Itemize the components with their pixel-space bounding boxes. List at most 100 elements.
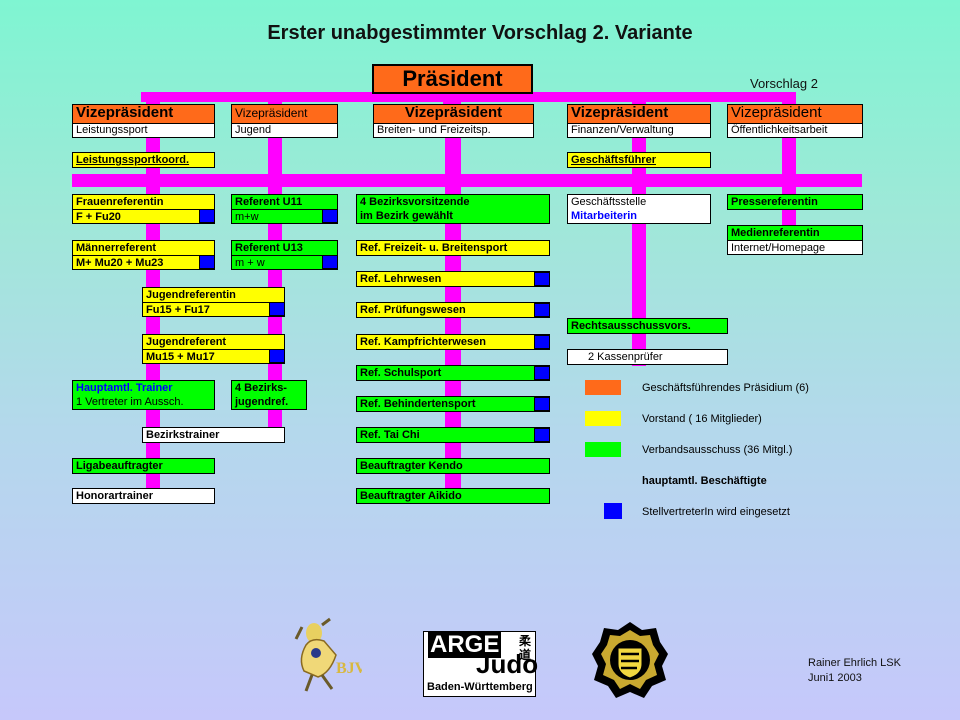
ligabeauftragter-box: Ligabeauftragter bbox=[72, 458, 215, 474]
maennerreferent-title: Männerreferent bbox=[76, 242, 157, 254]
arge-line1: ARGE bbox=[428, 631, 502, 658]
ref-taichi-label: Ref. Tai Chi bbox=[360, 429, 420, 441]
vp-sub: Leistungssport bbox=[73, 123, 214, 137]
leistungssportkoord-box: Leistungssportkoord. bbox=[72, 152, 215, 168]
arge-kanji: 柔道 bbox=[519, 634, 532, 662]
president-box: Präsident bbox=[372, 64, 533, 94]
jugendreferent-title: Jugendreferent bbox=[146, 336, 227, 348]
bjv-text: BJV bbox=[336, 660, 362, 677]
jugendreferent-sub: Mu15 + Mu17 bbox=[143, 349, 284, 363]
legend-swatch-orange bbox=[585, 380, 621, 395]
credit-line1: Rainer Ehrlich LSK bbox=[808, 657, 901, 669]
referent-u11-title: Referent U11 bbox=[235, 196, 303, 208]
vp-title: Vizepräsident bbox=[571, 104, 669, 121]
trainer-box: Hauptamtl. Trainer 1 Vertreter im Aussch… bbox=[72, 380, 215, 410]
referent-u13-title: Referent U13 bbox=[235, 242, 303, 254]
pressereferentin-box: Pressereferentin bbox=[727, 194, 863, 210]
medienreferentin-box: Medienreferentin Internet/Homepage bbox=[727, 225, 863, 255]
ref-lehrwesen-label: Ref. Lehrwesen bbox=[360, 273, 442, 285]
bezirkstrainer-box: Bezirkstrainer bbox=[142, 427, 285, 443]
legend-swatch-yellow bbox=[585, 411, 621, 426]
vp-jugend: Vizepräsident Jugend bbox=[231, 104, 338, 138]
vp-leistungssport: Vizepräsident Leistungssport bbox=[72, 104, 215, 138]
legend-text: StellvertreterIn wird eingesetzt bbox=[642, 506, 790, 518]
legend-swatch-green bbox=[585, 442, 621, 457]
vp-oeffentlichkeit: Vizepräsident Öffentlichkeitsarbeit bbox=[727, 104, 863, 138]
ref-freizeit-box: Ref. Freizeit- u. Breitensport bbox=[356, 240, 550, 256]
kassenpruefer-box: 2 Kassenprüfer bbox=[567, 349, 728, 365]
vp-sub: Öffentlichkeitsarbeit bbox=[728, 123, 862, 137]
geschaeftsfuehrer-box: Geschäftsführer bbox=[567, 152, 711, 168]
legend-text: Verbandsausschuss (36 Mitgl.) bbox=[642, 444, 793, 456]
ref-kampfrichter-box: Ref. Kampfrichterwesen bbox=[356, 334, 550, 350]
trainer-sub: 1 Vertreter im Aussch. bbox=[76, 396, 184, 408]
bjv-judoka-logo: BJV bbox=[294, 617, 362, 692]
arge-line2: Judo bbox=[476, 649, 539, 679]
page-title: Erster unabgestimmter Vorschlag 2. Varia… bbox=[267, 22, 693, 44]
vp-finanzen: Vizepräsident Finanzen/Verwaltung bbox=[567, 104, 711, 138]
ref-behindertensport-box: Ref. Behindertensport bbox=[356, 396, 550, 412]
vp-sub: Finanzen/Verwaltung bbox=[568, 123, 710, 137]
bezirksvorsitzende-line2: im Bezirk gewählt bbox=[360, 210, 453, 222]
deputy-marker bbox=[269, 302, 284, 316]
legend-text: hauptamtl. Beschäftigte bbox=[642, 475, 767, 487]
medienreferentin-sub: Internet/Homepage bbox=[728, 240, 862, 254]
ref-pruefungswesen-label: Ref. Prüfungswesen bbox=[360, 304, 466, 316]
deputy-marker bbox=[199, 255, 214, 269]
ref-behindertensport-label: Ref. Behindertensport bbox=[360, 398, 476, 410]
ref-kampfrichter-label: Ref. Kampfrichterwesen bbox=[360, 336, 486, 348]
referent-u13-box: Referent U13 m + w bbox=[231, 240, 338, 270]
deputy-marker bbox=[322, 255, 337, 269]
honorartrainer-box: Honorartrainer bbox=[72, 488, 215, 504]
bezirksjugendref-box: 4 Bezirks- jugendref. bbox=[231, 380, 307, 410]
connector-top-horizontal bbox=[141, 92, 791, 102]
deputy-marker bbox=[199, 209, 214, 223]
bezirksvorsitzende-box: 4 Bezirksvorsitzende im Bezirk gewählt bbox=[356, 194, 550, 224]
frauenreferentin-sub: F + Fu20 bbox=[73, 209, 214, 223]
credit-line2: Juni1 2003 bbox=[808, 672, 862, 684]
ref-pruefungswesen-box: Ref. Prüfungswesen bbox=[356, 302, 550, 318]
deputy-marker bbox=[534, 366, 549, 380]
frauenreferentin-box: Frauenreferentin F + Fu20 bbox=[72, 194, 215, 224]
beauftragter-kendo-box: Beauftragter Kendo bbox=[356, 458, 550, 474]
rechtsausschuss-box: Rechtsausschussvors. bbox=[567, 318, 728, 334]
beauftragter-aikido-box: Beauftragter Aikido bbox=[356, 488, 550, 504]
legend-text: Vorstand ( 16 Mitglieder) bbox=[642, 413, 762, 425]
vp-sub: Jugend bbox=[232, 123, 337, 137]
frauenreferentin-title: Frauenreferentin bbox=[76, 196, 164, 208]
referent-u11-sub: m+w bbox=[232, 209, 337, 223]
bjv-text-letters: BJV bbox=[336, 660, 362, 677]
trainer-title: Hauptamtl. Trainer bbox=[76, 382, 173, 394]
vp-title: Vizepräsident bbox=[731, 104, 822, 121]
geschaeftsstelle-box: Geschäftsstelle Mitarbeiterin bbox=[567, 194, 711, 224]
referent-u13-sub: m + w bbox=[232, 255, 337, 269]
deputy-marker bbox=[269, 349, 284, 363]
bezirksjugendref-line2: jugendref. bbox=[235, 396, 289, 408]
deputy-marker bbox=[534, 272, 549, 286]
medienreferentin-title: Medienreferentin bbox=[731, 227, 820, 239]
legend-text: Geschäftsführendes Präsidium (6) bbox=[642, 382, 809, 394]
referent-u11-box: Referent U11 m+w bbox=[231, 194, 338, 224]
ref-lehrwesen-box: Ref. Lehrwesen bbox=[356, 271, 550, 287]
wuerttemberg-emblem-logo bbox=[592, 622, 668, 698]
ref-taichi-box: Ref. Tai Chi bbox=[356, 427, 550, 443]
vp-sub: Breiten- und Freizeitsp. bbox=[374, 123, 533, 137]
ref-schulsport-box: Ref. Schulsport bbox=[356, 365, 550, 381]
vorschlag-label: Vorschlag 2 bbox=[750, 76, 818, 91]
maennerreferent-box: Männerreferent M+ Mu20 + Mu23 bbox=[72, 240, 215, 270]
vp-breiten: Vizepräsident Breiten- und Freizeitsp. bbox=[373, 104, 534, 138]
geschaeftsstelle-line2: Mitarbeiterin bbox=[571, 210, 638, 222]
arge-line3: Baden-Württemberg bbox=[427, 681, 533, 693]
arge-judo-logo: ARGE Judo 柔道 Baden-Württemberg bbox=[423, 631, 539, 697]
deputy-marker bbox=[534, 303, 549, 317]
vp-title: Vizepräsident bbox=[404, 104, 503, 121]
bezirksjugendref-line1: 4 Bezirks- bbox=[235, 382, 287, 394]
jugendreferentin-sub: Fu15 + Fu17 bbox=[143, 302, 284, 316]
geschaeftsstelle-line1: Geschäftsstelle bbox=[571, 196, 647, 208]
deputy-marker bbox=[322, 209, 337, 223]
jugendreferentin-title: Jugendreferentin bbox=[146, 289, 236, 301]
legend-swatch-blue bbox=[604, 503, 622, 519]
deputy-marker bbox=[534, 428, 549, 442]
deputy-marker bbox=[534, 335, 549, 349]
vp-title: Vizepräsident bbox=[235, 106, 308, 120]
